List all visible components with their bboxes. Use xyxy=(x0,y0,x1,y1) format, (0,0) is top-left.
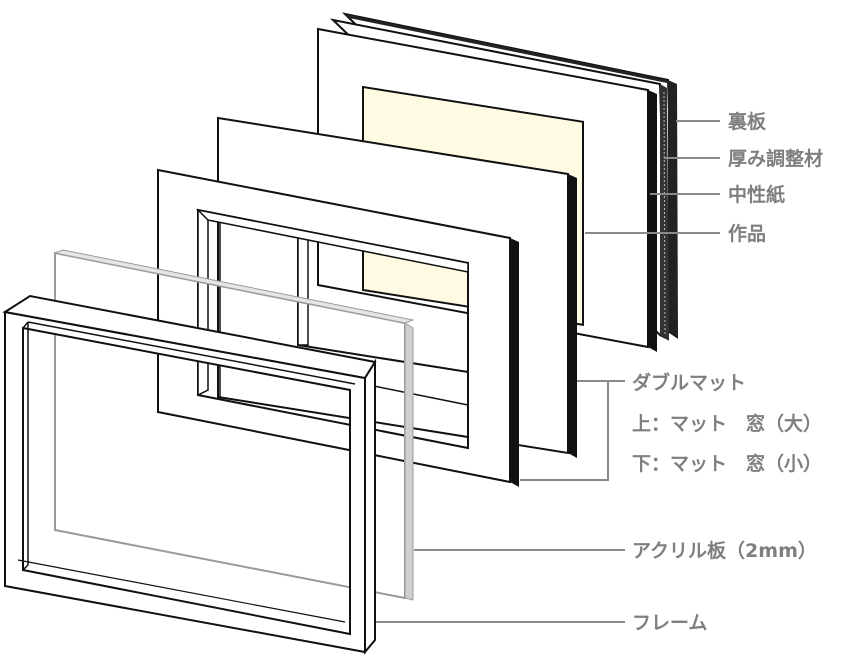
leader-lower-mat xyxy=(520,381,609,481)
label-thickness-adjuster: 厚み調整材 xyxy=(728,147,823,170)
label-lower-mat: 下：マット 窓（小） xyxy=(632,452,822,475)
label-upper-mat: 上：マット 窓（大） xyxy=(632,412,822,435)
label-double-mat: ダブルマット xyxy=(632,371,746,394)
leader-lines xyxy=(376,120,720,623)
frame-layer xyxy=(2,294,377,655)
label-frame: フレーム xyxy=(632,612,707,634)
label-acrylic-board: アクリル板（2mm） xyxy=(632,539,817,562)
label-neutral-paper: 中性紙 xyxy=(728,183,785,206)
label-artwork: 作品 xyxy=(728,222,766,245)
label-back-board: 裏板 xyxy=(727,110,767,133)
acrylic-board-layer xyxy=(53,249,415,601)
